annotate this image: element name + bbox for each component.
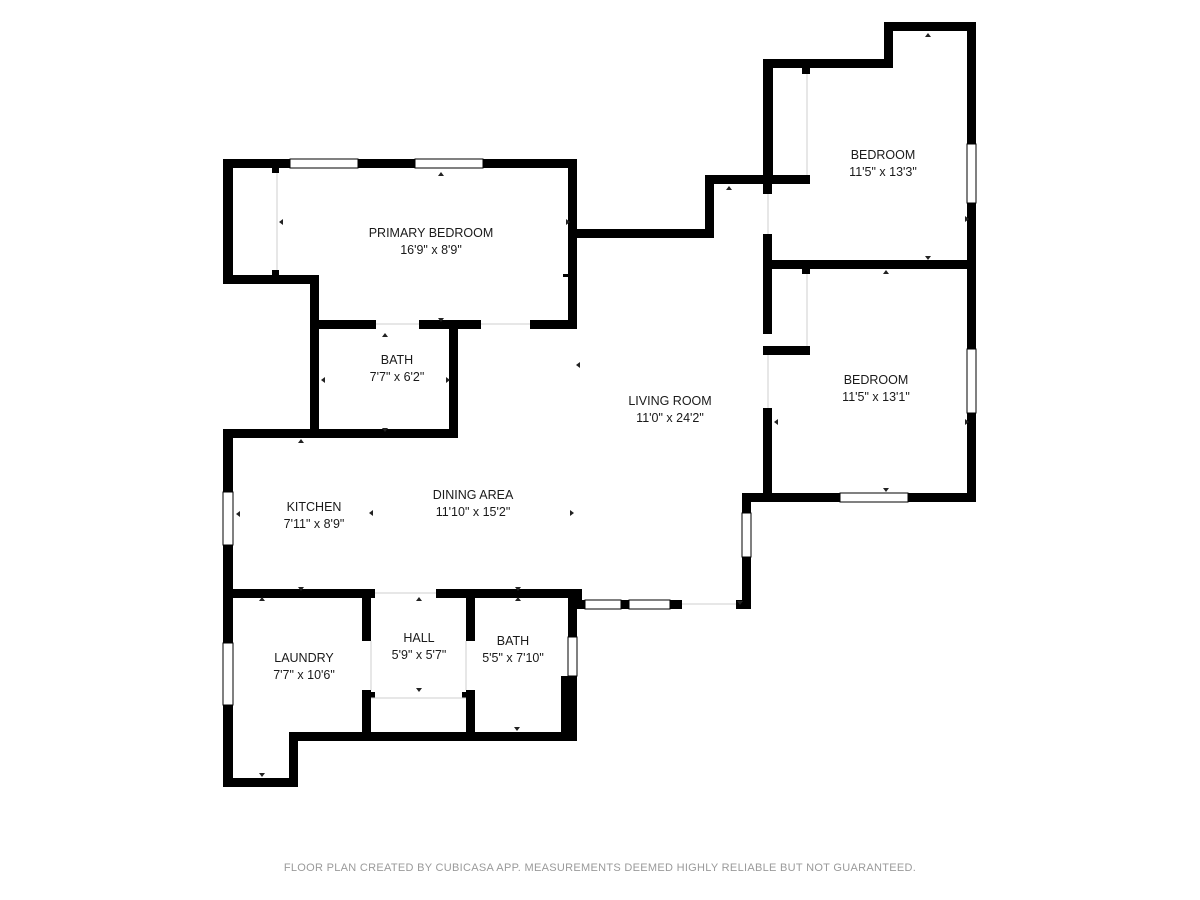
room-label-hall: HALL 5'9" x 5'7" (392, 630, 447, 664)
room-dimensions: 5'5" x 7'10" (482, 651, 544, 665)
room-label-bath-2: BATH 5'5" x 7'10" (482, 633, 544, 667)
room-name: BEDROOM (843, 373, 909, 387)
room-name: KITCHEN (286, 500, 342, 514)
room-label-laundry: LAUNDRY 7'7" x 10'6" (273, 650, 335, 684)
room-dimensions: 5'9" x 5'7" (391, 648, 447, 662)
door-markers (236, 33, 969, 777)
windows (222, 143, 977, 706)
room-dimensions: 7'7" x 6'2" (369, 370, 425, 384)
interior-walls (223, 68, 976, 741)
room-dimensions: 11'0" x 24'2" (636, 411, 704, 425)
disclaimer-footer: FLOOR PLAN CREATED BY CUBICASA APP. MEAS… (283, 862, 917, 874)
room-name: BEDROOM (850, 148, 916, 162)
room-dimensions: 11'10" x 15'2" (435, 505, 511, 519)
room-dimensions: 7'7" x 10'6" (273, 668, 335, 682)
room-dimensions: 16'9" x 8'9" (400, 243, 462, 257)
room-name: HALL (403, 631, 435, 645)
room-label-kitchen: KITCHEN 7'11" x 8'9" (284, 499, 345, 533)
exterior-walls (223, 22, 976, 787)
room-name: LIVING ROOM (628, 394, 712, 408)
room-label-primary-bedroom: PRIMARY BEDROOM 16'9" x 8'9" (369, 225, 494, 259)
room-label-living-room: LIVING ROOM 11'0" x 24'2" (628, 393, 711, 427)
room-label-bedroom-2: BEDROOM 11'5" x 13'1" (842, 372, 910, 406)
room-dimensions: 7'11" x 8'9" (283, 517, 345, 531)
room-dimensions: 11'5" x 13'1" (842, 390, 910, 404)
room-name: LAUNDRY (274, 651, 334, 665)
room-label-bath-1: BATH 7'7" x 6'2" (370, 352, 425, 386)
openings (276, 74, 808, 699)
room-dimensions: 11'5" x 13'3" (849, 165, 917, 179)
room-name: DINING AREA (432, 488, 514, 502)
room-name: BATH (496, 634, 530, 648)
room-label-bedroom-1: BEDROOM 11'5" x 13'3" (849, 147, 917, 181)
room-name: PRIMARY BEDROOM (368, 226, 494, 240)
room-name: BATH (380, 353, 414, 367)
room-label-dining-area: DINING AREA 11'10" x 15'2" (433, 487, 514, 521)
